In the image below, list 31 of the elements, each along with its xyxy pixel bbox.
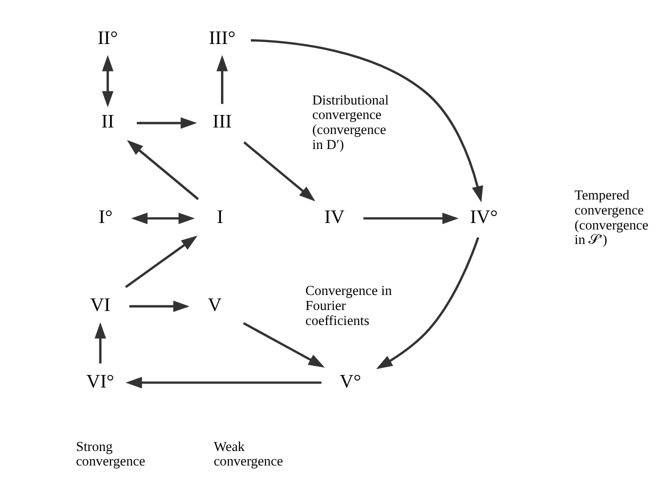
arrow xyxy=(129,300,190,312)
arrow xyxy=(102,54,114,107)
node-text: III° xyxy=(208,27,236,48)
arrow xyxy=(126,140,199,200)
arrow xyxy=(125,235,198,288)
node-text: II xyxy=(101,111,114,132)
label: Distributional convergence (convergence in D′) xyxy=(312,92,389,152)
arrow xyxy=(94,322,106,363)
arrow xyxy=(126,376,322,388)
node-text: III xyxy=(212,111,232,132)
node-text: IV xyxy=(324,206,345,228)
label: Convergence in Fourier coefficients xyxy=(305,282,392,328)
node-text: V° xyxy=(340,370,362,392)
label: Weak convergence xyxy=(214,438,284,468)
label: Strong convergence xyxy=(76,438,146,468)
arrow xyxy=(131,212,195,224)
arrow xyxy=(216,54,228,104)
node-text: II° xyxy=(98,27,118,48)
node-text: VI° xyxy=(86,370,114,392)
arrow xyxy=(243,140,316,201)
label: Tempered convergence (convergence in 𝒮′) xyxy=(574,187,648,247)
arrow xyxy=(242,322,325,368)
arrow xyxy=(363,212,459,224)
arrow xyxy=(250,38,484,202)
arrow xyxy=(136,116,198,128)
arrow xyxy=(376,236,480,369)
node-text: I xyxy=(216,206,224,228)
node-text: I° xyxy=(98,206,113,228)
node-text: V xyxy=(208,294,222,316)
node-text: VI xyxy=(90,294,110,316)
node-text: IV° xyxy=(470,206,498,228)
